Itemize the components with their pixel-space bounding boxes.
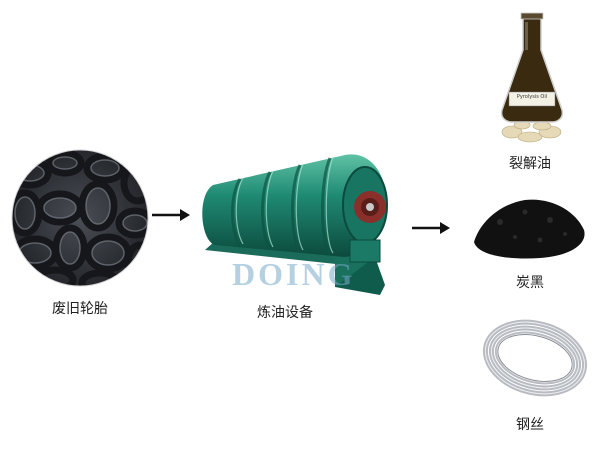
tire-pile-icon — [11, 149, 149, 287]
carbon-label: 炭黑 — [516, 275, 544, 291]
oil-label: 裂解油 — [509, 156, 551, 172]
oil-flask-icon — [500, 12, 564, 143]
brand-watermark: DOING — [232, 256, 356, 292]
tire-label: 废旧轮胎 — [52, 301, 108, 317]
carbon-black-icon — [474, 199, 585, 259]
flask-label-text: Pyrolysis Oil — [516, 94, 548, 100]
arrow-right-icon — [152, 209, 190, 221]
machine-label: 炼油设备 — [257, 305, 313, 321]
pyrolysis-reactor-icon — [202, 154, 388, 295]
arrow-right-icon — [412, 222, 450, 234]
wire-label: 钢丝 — [516, 417, 544, 433]
steel-wire-icon — [482, 319, 588, 397]
